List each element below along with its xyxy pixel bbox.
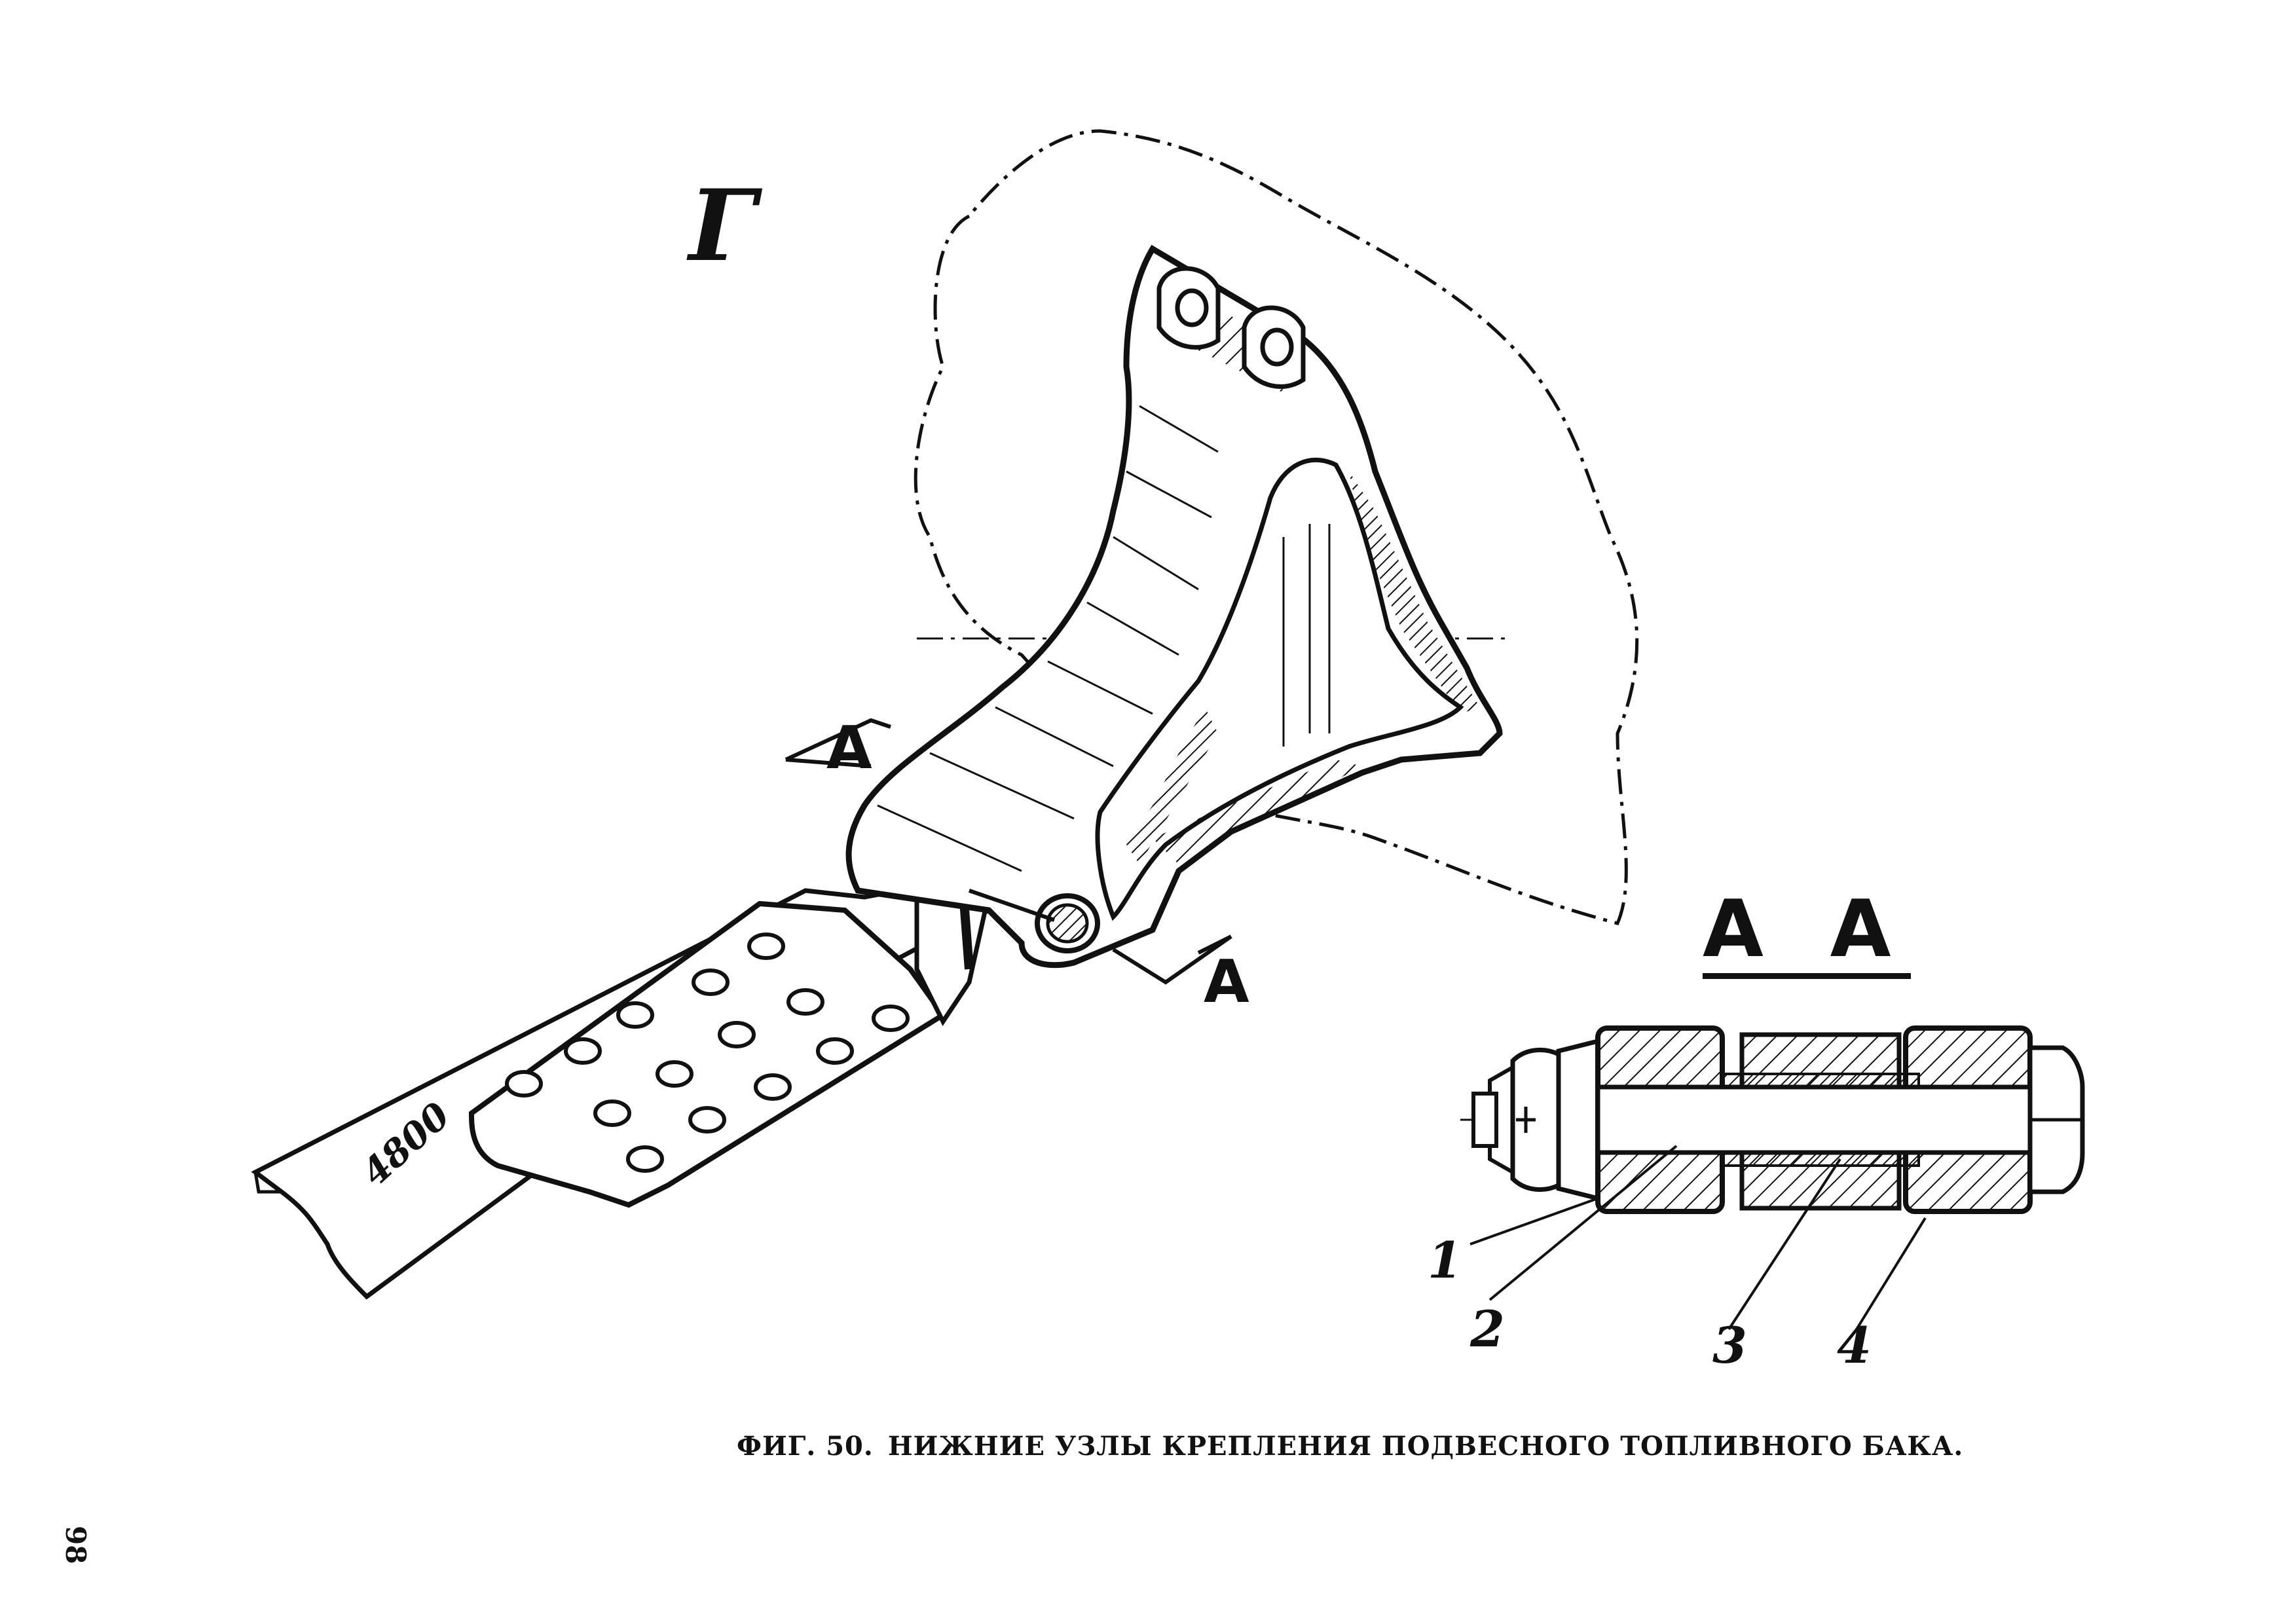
bracket-body (845, 244, 1503, 969)
plate-holes (505, 932, 910, 1173)
caption-text: НИЖНИЕ УЗЛЫ КРЕПЛЕНИЯ ПОДВЕСНОГО ТОПЛИВН… (887, 1431, 1964, 1462)
callout-3: 3 (1712, 1316, 1747, 1375)
cut-marker-right: А (1204, 948, 1249, 1016)
callout-1: 1 (1428, 1231, 1462, 1289)
figure-caption: ФИГ. 50. НИЖНИЕ УЗЛЫ КРЕПЛЕНИЯ ПОДВЕСНОГО… (737, 1431, 1963, 1462)
section-cut-line (785, 718, 1232, 985)
page-number: 98 (60, 1526, 92, 1564)
caption-number: ФИГ. 50. (737, 1431, 874, 1462)
cut-marker-left: А (826, 714, 872, 783)
callout-2: 2 (1470, 1300, 1505, 1358)
hinge-pin (969, 889, 1100, 953)
section-label: А А (1703, 891, 1911, 979)
view-label: Г (689, 168, 757, 284)
face-lines (877, 405, 1331, 872)
skin-outline (914, 129, 1639, 925)
callout-4: 4 (1837, 1316, 1872, 1375)
bracket-lugs (1156, 266, 1306, 389)
section-detail (1460, 1025, 2089, 1331)
